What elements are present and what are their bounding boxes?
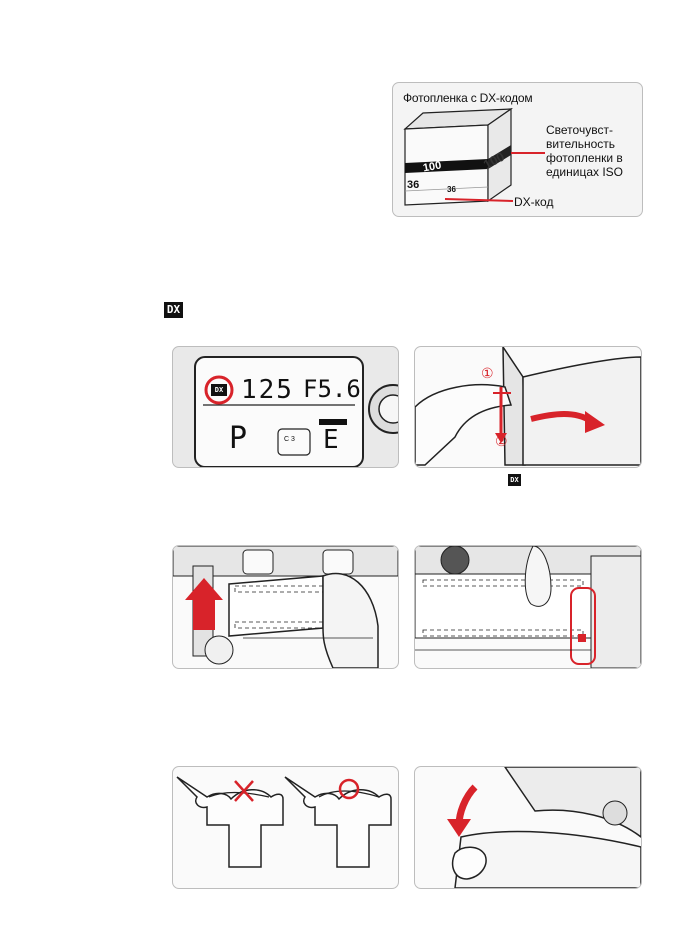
lcd-center-box: C 3 — [284, 436, 295, 443]
film-position-illustration — [415, 546, 641, 668]
lcd-aperture: F5.6 — [303, 375, 361, 403]
lcd-illustration — [194, 356, 398, 467]
step-two-marker: ② — [495, 433, 508, 449]
dx-film-box-panel: Фотопленка с DX-кодом 100 100 36 36 Свет… — [392, 82, 643, 217]
exposure-count-small: 36 — [447, 185, 456, 194]
lcd-film-indicator: E — [323, 425, 339, 455]
lcd-exposure-mode: P — [229, 421, 248, 456]
iso-label: Светочувст- вительность фотопленки в еди… — [546, 123, 623, 179]
insert-film-illustration — [173, 546, 398, 668]
lcd-dx-badge: DX — [211, 384, 227, 396]
open-back-cover-panel: ① ② — [414, 346, 642, 468]
dx-symbol-small: DX — [508, 474, 521, 486]
film-placement-panel — [172, 766, 399, 889]
film-box-illustration — [403, 107, 545, 206]
step-one-marker: ① — [481, 365, 494, 381]
dx-code-label: DX-код — [514, 195, 554, 209]
film-position-panel — [414, 545, 642, 669]
close-back-illustration — [447, 767, 641, 888]
dx-symbol: DX — [164, 302, 183, 318]
insert-film-panel — [172, 545, 399, 669]
exposure-count: 36 — [407, 179, 420, 191]
film-placement-illustration — [176, 776, 392, 868]
lcd-shutter-speed: 125 — [241, 375, 294, 405]
lcd-display-panel: DX 125 F5.6 P C 3 E — [172, 346, 399, 468]
close-back-cover-panel — [414, 766, 642, 889]
dx-film-box-title: Фотопленка с DX-кодом — [403, 91, 533, 105]
open-back-illustration — [415, 347, 641, 466]
